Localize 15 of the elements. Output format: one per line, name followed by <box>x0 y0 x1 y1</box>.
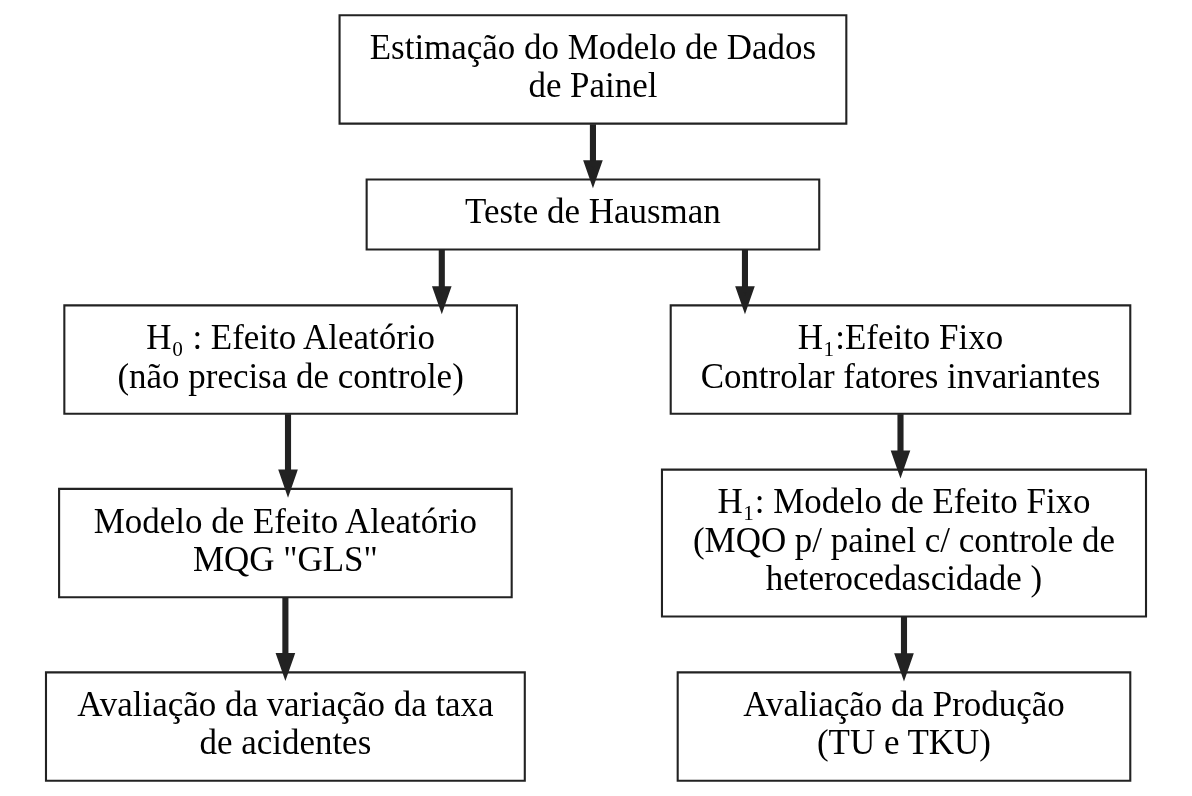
node-box: Teste de Hausman <box>365 178 821 251</box>
node-box: H₁: Modelo de Efeito Fixo (MQO p/ painel c/ controle de heterocedascidade ) <box>660 468 1148 618</box>
arrow <box>735 249 755 315</box>
arrow <box>431 249 452 315</box>
node-box: Avaliação da variação da taxa de acidentes <box>44 671 526 782</box>
node-box: Avaliação da Produção (TU e TKU) <box>676 671 1132 782</box>
node-box: H₁:Efeito Fixo Controlar fatores invariantes <box>669 304 1132 415</box>
arrow <box>890 414 911 479</box>
node-box: H₀ : Efeito Aleatório (não precisa de controle) <box>63 304 518 415</box>
node-box: Modelo de Efeito Aleatório MQG "GLS" <box>58 487 513 599</box>
arrow <box>275 597 296 682</box>
arrow <box>583 124 603 189</box>
arrow <box>278 414 298 498</box>
node-box: Estimação do Modelo de Dados de Painel <box>338 14 848 125</box>
arrow <box>894 616 914 682</box>
